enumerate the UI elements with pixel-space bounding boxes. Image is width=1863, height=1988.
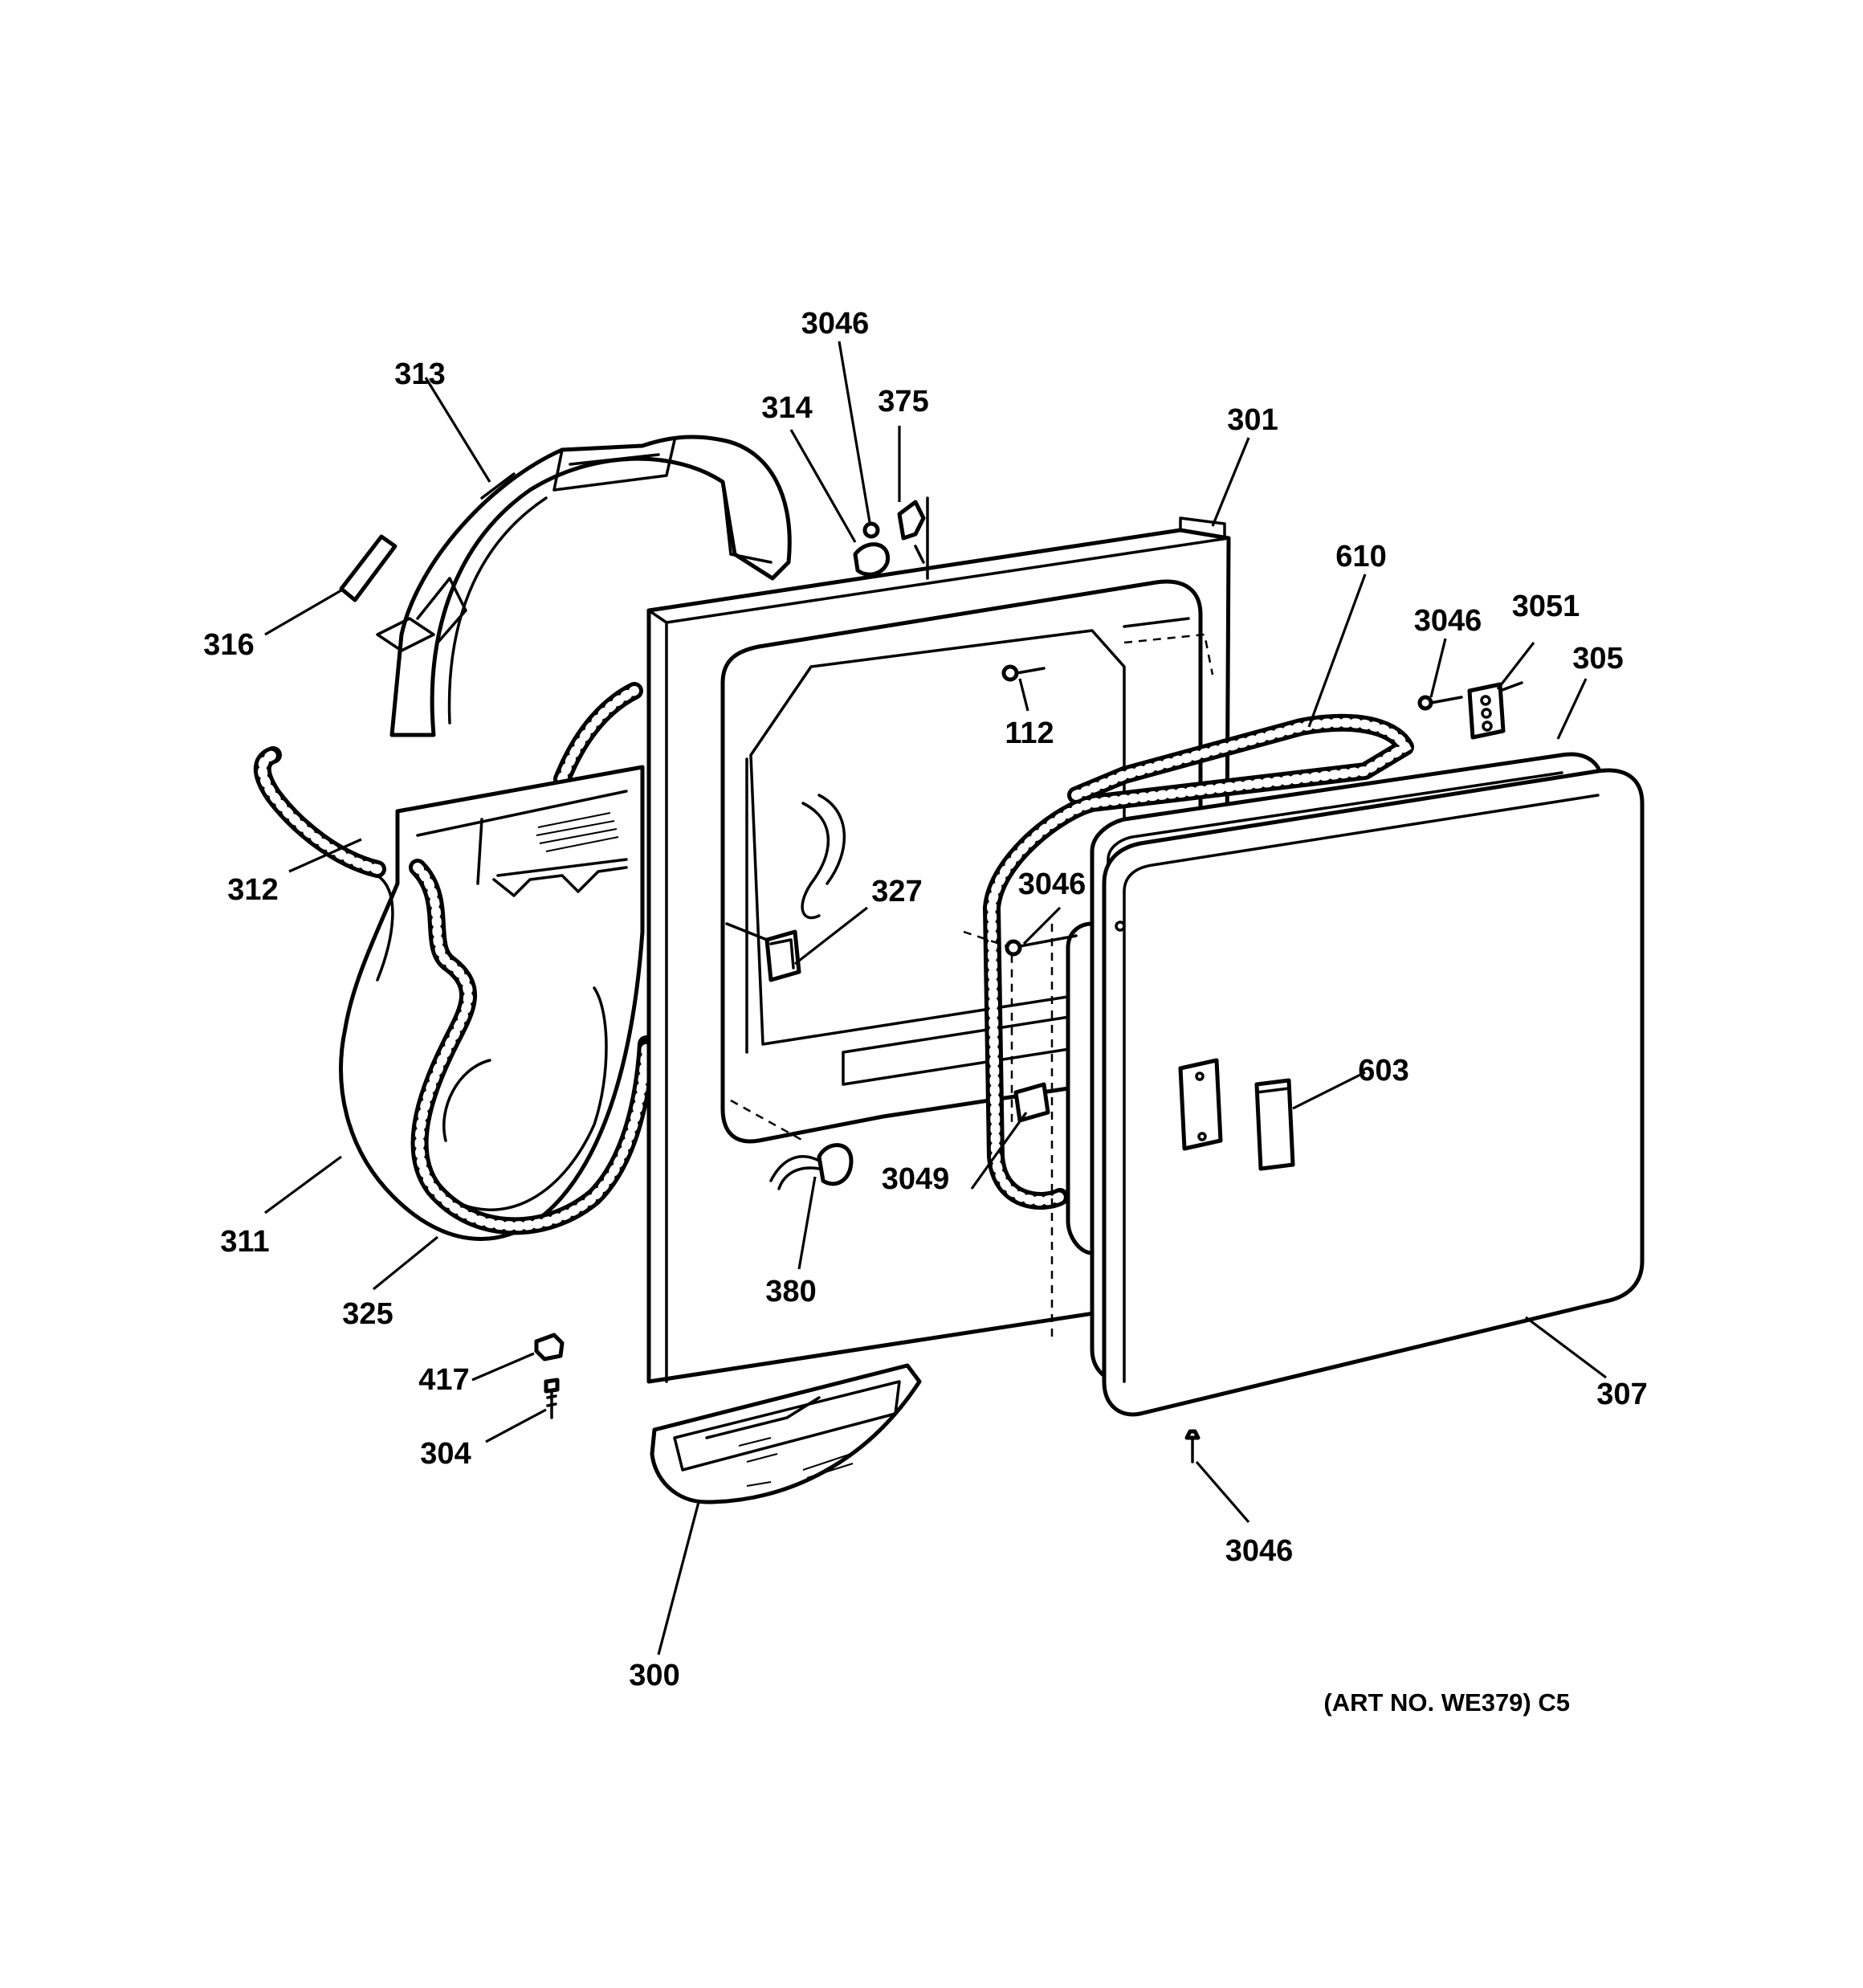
part-311-front-duct (339, 765, 655, 1241)
part-327-door-switch (725, 794, 846, 982)
callout-311: 311 (220, 1225, 269, 1259)
callout-610: 610 (1335, 540, 1386, 574)
callout-316: 316 (203, 628, 254, 662)
part-3051-door-hinge (1417, 681, 1523, 740)
callout-375: 375 (878, 385, 928, 418)
callout-314: 314 (761, 391, 812, 425)
part-603-door-handle (1254, 1078, 1295, 1171)
part-304-screw (544, 1378, 560, 1419)
art-number: (ART NO. WE379) C5 (1323, 1688, 1570, 1717)
part-316-pad (339, 534, 397, 602)
callout-300: 300 (629, 1659, 679, 1692)
callout-112: 112 (1005, 716, 1054, 750)
part-417-nut (534, 1333, 565, 1361)
part-610-door-gasket (983, 713, 1414, 1210)
callout-380: 380 (765, 1275, 816, 1308)
part-112-screw (1001, 664, 1046, 682)
callout-3046-top: 3046 (801, 307, 870, 341)
callout-313: 313 (394, 357, 445, 391)
callout-307: 307 (1596, 1378, 1647, 1411)
part-380-lamp-socket (730, 1099, 854, 1190)
part-313-front-bearing-ring (376, 435, 792, 737)
callout-325: 325 (342, 1297, 393, 1331)
callout-417: 417 (418, 1363, 469, 1397)
part-3046-bottom-screw (1184, 1429, 1201, 1463)
part-300-lint-filter (650, 1363, 922, 1504)
callout-603: 603 (1358, 1054, 1408, 1088)
callout-3046-right: 3046 (1414, 604, 1482, 638)
callout-301: 301 (1227, 403, 1278, 437)
callout-3046-bottom: 3046 (1225, 1534, 1294, 1568)
part-314-375-strike-assembly (853, 496, 929, 580)
callout-labels: 3046 313 314 375 301 610 3046 3051 305 3… (203, 307, 1647, 1692)
callout-3051: 3051 (1512, 590, 1580, 623)
callout-312: 312 (227, 873, 278, 907)
part-312-felt-seal (253, 682, 643, 878)
part-3046-mid-screw (1005, 921, 1126, 957)
callout-327: 327 (871, 875, 922, 908)
part-305-outer-door (1102, 768, 1645, 1417)
callout-304: 304 (420, 1437, 471, 1471)
callout-3046-mid: 3046 (1018, 867, 1086, 901)
leader-lines (264, 341, 1607, 1655)
callout-3049: 3049 (882, 1162, 950, 1196)
callout-305: 305 (1572, 642, 1623, 676)
